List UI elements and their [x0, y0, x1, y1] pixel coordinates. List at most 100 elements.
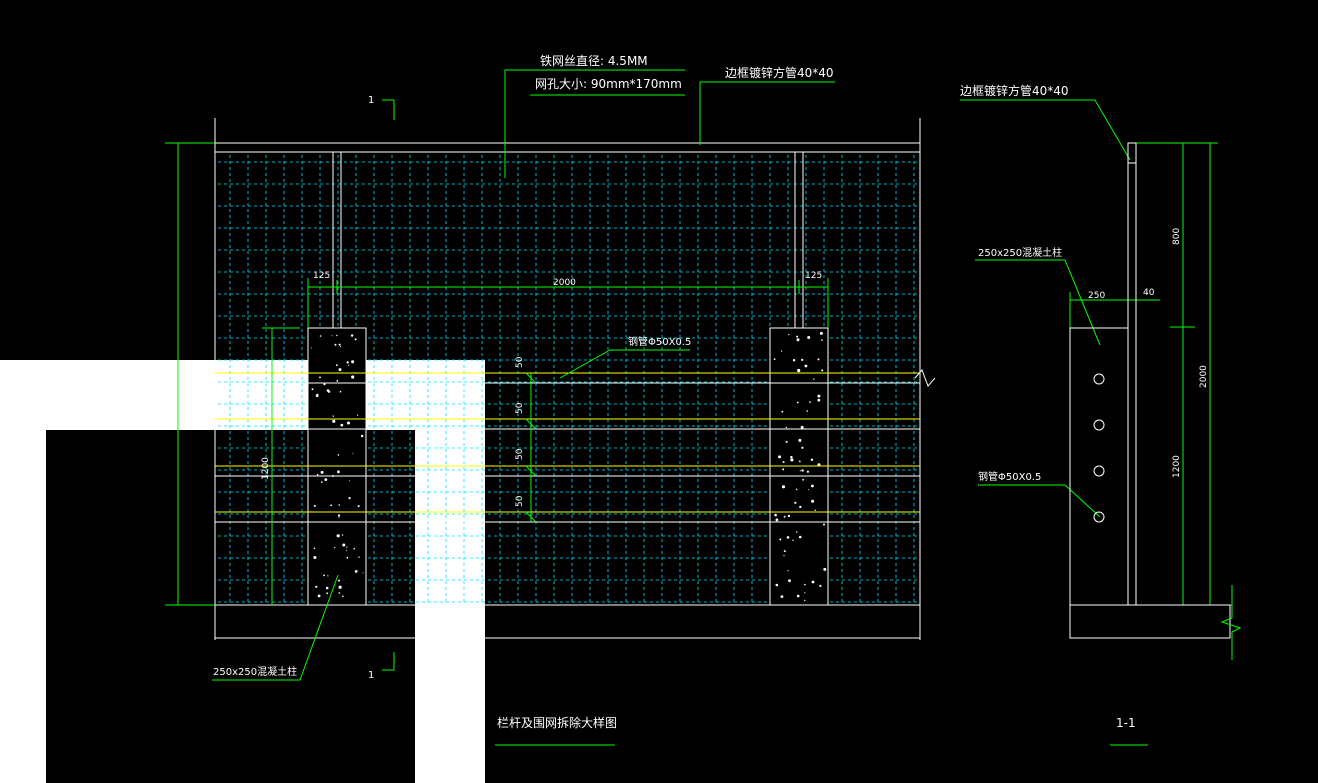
concrete-speckle	[346, 556, 349, 559]
dim-side-1200: 1200	[1172, 455, 1182, 478]
concrete-speckle	[351, 375, 355, 379]
concrete-speckle	[797, 368, 801, 373]
concrete-speckle	[316, 473, 319, 476]
concrete-speckle	[313, 504, 316, 507]
concrete-speckle	[785, 426, 787, 429]
concrete-speckle	[817, 358, 820, 361]
concrete-speckle	[775, 518, 779, 522]
concrete-speckle	[342, 543, 346, 547]
concrete-speckle	[319, 335, 322, 337]
dim-side-250: 250	[1088, 291, 1105, 301]
concrete-speckle	[798, 535, 802, 539]
steel-pipe-label: 钢管Φ50X0.5	[628, 335, 691, 348]
concrete-speckle	[341, 534, 344, 536]
concrete-speckle	[796, 594, 800, 598]
concrete-speckle	[332, 415, 334, 417]
concrete-speckle	[325, 586, 329, 590]
section-mark-top: 1	[368, 95, 374, 106]
concrete-speckle	[795, 488, 798, 491]
concrete-speckle	[783, 515, 786, 518]
concrete-speckle	[317, 594, 321, 598]
wire-diameter-label: 铁网丝直径: 4.5MM	[540, 54, 648, 68]
concrete-speckle	[813, 378, 815, 380]
concrete-speckle	[321, 481, 323, 483]
concrete-speckle	[326, 389, 330, 392]
concrete-speckle	[313, 556, 317, 559]
concrete-speckle	[799, 505, 802, 509]
dim-side-800: 800	[1172, 228, 1182, 245]
concrete-speckle	[311, 388, 314, 391]
concrete-speckle	[326, 592, 328, 595]
concrete-speckle	[819, 331, 823, 335]
concrete-speckle	[338, 368, 342, 372]
mesh-size-label: 网孔大小: 90mm*170mm	[535, 77, 682, 91]
concrete-speckle	[783, 550, 786, 553]
frame-pipe-label: 边框镀锌方管40*40	[725, 65, 834, 80]
concrete-speckle	[809, 401, 811, 403]
concrete-speckle	[352, 452, 354, 454]
concrete-speckle	[360, 434, 364, 438]
concrete-speckle	[323, 574, 325, 577]
concrete-speckle	[338, 516, 340, 518]
concrete-speckle	[807, 336, 811, 339]
break-marks	[204, 369, 936, 387]
concrete-speckle	[804, 583, 806, 586]
concrete-speckle	[310, 347, 312, 349]
concrete-speckle	[348, 480, 350, 482]
concrete-speckle	[339, 345, 342, 348]
concrete-speckle	[817, 394, 821, 398]
white-overlay-right	[415, 430, 485, 783]
concrete-speckle	[788, 579, 791, 583]
concrete-speckle	[823, 567, 827, 571]
concrete-speckle	[313, 547, 316, 550]
concrete-speckle	[782, 461, 785, 463]
concrete-speckle	[315, 394, 319, 397]
concrete-speckle	[794, 501, 797, 504]
dim-side-2000: 2000	[1199, 365, 1209, 388]
concrete-speckle	[337, 454, 340, 456]
concrete-speckle	[324, 478, 328, 481]
dim-50-a: 50	[515, 356, 525, 368]
concrete-speckle	[817, 398, 821, 402]
labels: 铁网丝直径: 4.5MM 网孔大小: 90mm*170mm 边框镀锌方管40*4…	[213, 54, 1209, 730]
dim-side-40: 40	[1143, 288, 1155, 298]
concrete-speckle	[781, 350, 783, 352]
concrete-speckle	[347, 421, 350, 425]
concrete-col-side-label: 250x250混凝土柱	[978, 246, 1062, 259]
concrete-speckle	[323, 383, 326, 386]
concrete-speckle	[801, 358, 804, 361]
concrete-speckle	[782, 468, 785, 471]
concrete-speckle	[808, 489, 809, 491]
concrete-speckle	[362, 572, 364, 574]
dim-125-right: 125	[805, 271, 822, 281]
concrete-speckle	[785, 440, 788, 443]
concrete-speckle	[315, 585, 318, 588]
dim-1200-main: 1200	[261, 457, 271, 480]
concrete-speckle	[336, 334, 338, 337]
concrete-speckle	[346, 550, 347, 552]
steel-pipe-side-label: 钢管Φ50X0.5	[978, 470, 1041, 483]
concrete-speckle	[806, 410, 808, 412]
frame-pipe-side-label: 边框镀锌方管40*40	[960, 83, 1069, 98]
concrete-speckle	[810, 458, 814, 461]
concrete-speckle	[358, 556, 360, 558]
concrete-speckle	[342, 595, 344, 598]
concrete-speckle	[781, 485, 786, 489]
concrete-speckle	[348, 364, 350, 366]
concrete-speckle	[796, 531, 798, 533]
concrete-speckle	[801, 446, 804, 449]
concrete-speckle	[346, 361, 349, 364]
white-overlay-top	[0, 360, 485, 430]
concrete-speckle	[783, 555, 785, 557]
concrete-speckle	[350, 334, 354, 337]
concrete-speckle	[336, 534, 340, 538]
concrete-speckle	[339, 390, 342, 393]
concrete-speckle	[806, 470, 810, 473]
section-mark-bottom: 1	[368, 670, 374, 681]
concrete-speckle	[817, 463, 821, 467]
concrete-speckle	[802, 478, 804, 481]
concrete-speckle	[773, 358, 776, 360]
dim-50-c: 50	[515, 448, 525, 460]
concrete-speckle	[348, 497, 351, 500]
concrete-speckle	[338, 579, 340, 582]
